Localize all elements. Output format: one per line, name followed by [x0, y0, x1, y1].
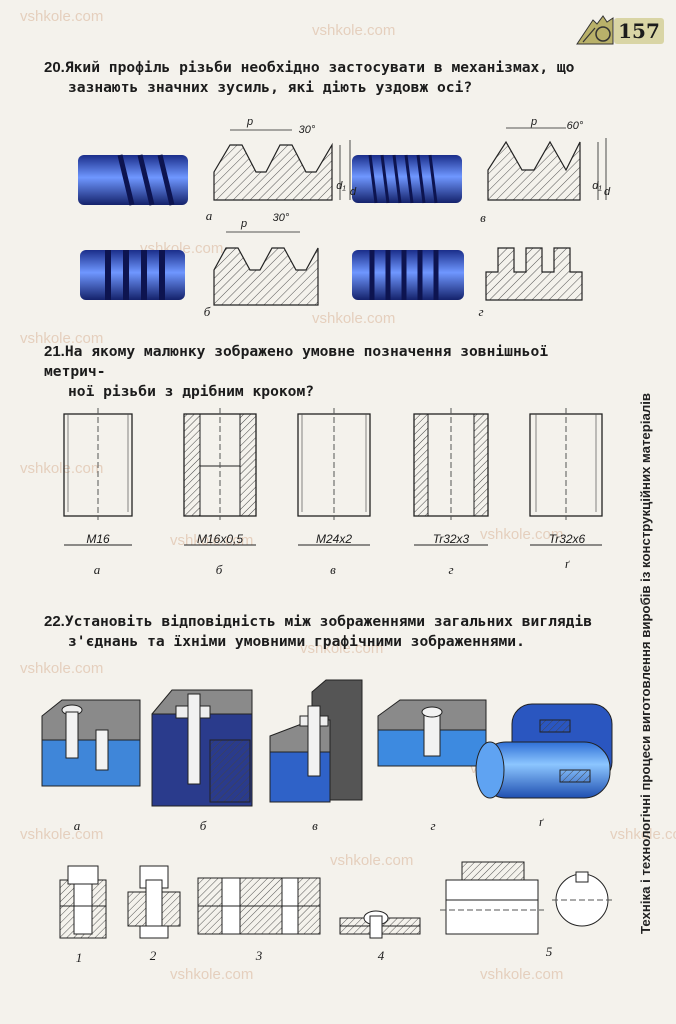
figure-letter: г: [448, 562, 454, 577]
drawing-3: [197, 877, 321, 935]
joint-stud-view: [269, 679, 363, 803]
profile-g-drawing: [485, 247, 583, 301]
figure-letter: в: [312, 818, 318, 833]
question-20: 20.Який профіль різьби необхідно застосу…: [44, 58, 604, 98]
screw-metric: [352, 154, 462, 204]
diameter-label: d: [603, 186, 611, 198]
drawing-b: [183, 408, 257, 546]
question-text-line: На якому малюнку зображено умовне познач…: [44, 343, 549, 380]
figure-number: 3: [255, 948, 263, 963]
thread-profiles-figure: [78, 127, 607, 306]
drawing-4: [339, 910, 421, 939]
figure-letter: а: [73, 818, 81, 833]
gear-icon: [576, 15, 614, 45]
figure-letter: в: [480, 210, 486, 225]
question-text-line: ної різьби з дрібним кроком?: [68, 383, 315, 400]
pitch-label: p: [240, 218, 248, 230]
joint-rivet-view: [377, 699, 487, 767]
dimension-label: M24x2: [315, 532, 353, 546]
drawing-g: [413, 408, 489, 546]
figure-letter: а: [205, 208, 213, 223]
screw-trapezoidal: [78, 154, 188, 206]
dimension-label: M16: [86, 532, 110, 546]
figure-letter: г: [478, 304, 484, 319]
question-text-line: Який профіль різьби необхідно застосуват…: [64, 59, 575, 76]
drawing-1: [59, 865, 107, 939]
figure-letter: б: [203, 304, 211, 319]
angle-label: 30°: [272, 212, 290, 224]
joint-bolt-view: [151, 689, 253, 807]
figure-letter: ґ: [538, 814, 544, 829]
figure-letter: б: [215, 562, 223, 577]
question-number: 22.: [44, 613, 65, 630]
joint-pin-view: [41, 699, 141, 787]
figure-letter: ґ: [564, 556, 570, 571]
drawing-a: [63, 408, 133, 546]
angle-label: 60°: [566, 120, 584, 132]
figure-number: 2: [149, 948, 157, 963]
drawing-v: [297, 408, 371, 546]
figure-letter: г: [430, 818, 436, 833]
drawing-5: [440, 861, 612, 935]
angle-label: 30°: [298, 124, 316, 136]
drawing-g-prime: [529, 408, 603, 546]
drawing-2: [127, 865, 181, 939]
screw-square: [352, 250, 464, 300]
pitch-label: p: [246, 116, 254, 128]
question-number: 20.: [44, 59, 65, 76]
profile-a-drawing: [213, 129, 351, 201]
figure-number: 5: [545, 944, 553, 959]
page-number: 157: [614, 18, 664, 44]
question-22: 22.Установіть відповідність між зображен…: [44, 612, 604, 652]
diameter-label: d: [349, 186, 357, 198]
dimension-label: Tr32x6: [548, 532, 586, 546]
figure-letter: а: [93, 562, 101, 577]
joint-key-view: [475, 703, 613, 799]
question-text-line: зазнають значних зусиль, які діють уздов…: [68, 79, 473, 96]
figure-letter: б: [199, 818, 207, 833]
question-text-line: Установіть відповідність між зображенням…: [64, 613, 593, 630]
figure-letter: в: [330, 562, 336, 577]
profile-v-drawing: [487, 127, 607, 201]
figure-number: 1: [75, 950, 83, 965]
diameter-label: d₁: [336, 180, 346, 192]
profile-b-drawing: [213, 231, 319, 306]
diameter-label: d₁: [592, 180, 602, 192]
thread-designations-figure: [63, 408, 603, 546]
question-21: 21.На якому малюнку зображено умовне поз…: [44, 342, 604, 402]
question-number: 21.: [44, 343, 65, 360]
screw-rectangular: [80, 250, 185, 300]
pitch-label: p: [530, 116, 538, 128]
figure-number: 4: [377, 948, 385, 963]
dimension-label: Tr32x3: [432, 532, 470, 546]
question-text-line: з'єднань та їхніми умовними графічними з…: [68, 633, 525, 650]
dimension-label: M16x0,5: [196, 532, 244, 546]
